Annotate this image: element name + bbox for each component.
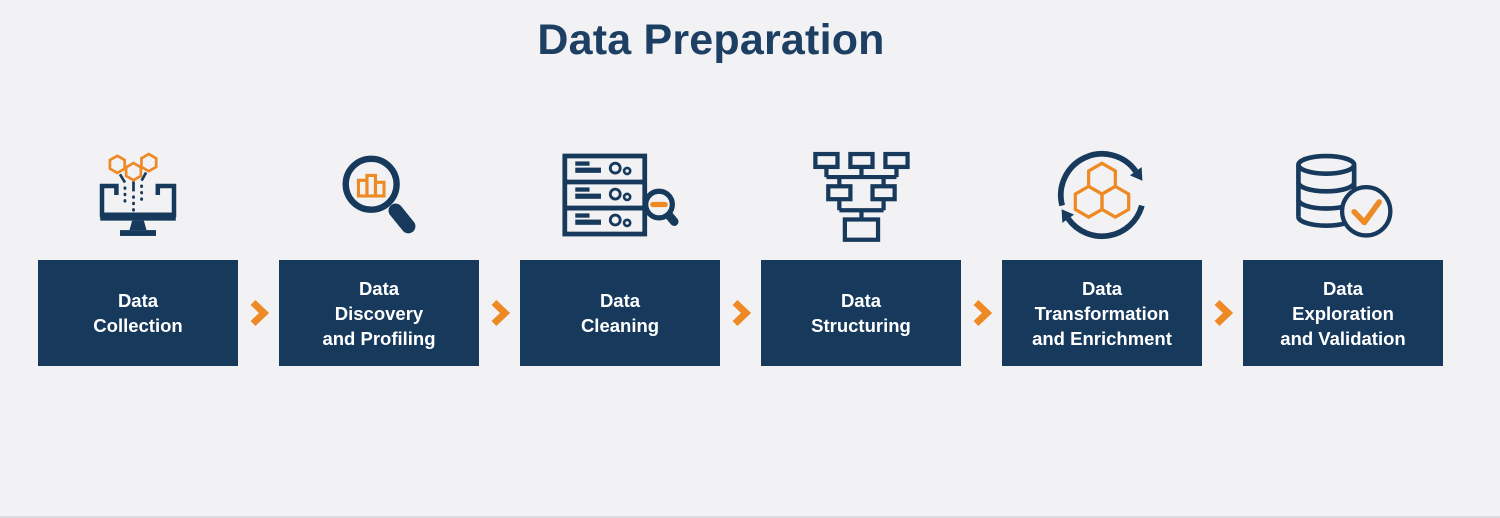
step-box-data-exploration-validation: Data Exploration and Validation	[1243, 260, 1443, 366]
magnifier-bar-chart-icon-svg	[342, 155, 416, 234]
step-label-line: Structuring	[811, 315, 911, 336]
step-data-collection: Data Collection	[38, 130, 238, 366]
chevron-right-icon	[479, 260, 520, 366]
step-label-line: Exploration	[1292, 302, 1394, 324]
step-label-line: Data	[599, 290, 641, 311]
flow-separator	[720, 130, 761, 366]
step-data-cleaning: Data Cleaning	[520, 130, 720, 366]
flow-separator	[961, 130, 1002, 366]
step-label-line: Data	[840, 290, 882, 311]
step-box-data-collection: Data Collection	[38, 260, 238, 366]
step-label-line: and Enrichment	[1032, 327, 1172, 349]
database-checkmark-icon-svg	[1296, 153, 1393, 238]
step-label-line: Data	[1081, 277, 1123, 299]
step-label-line: Data	[117, 290, 159, 311]
step-data-structuring: Data Structuring	[761, 130, 961, 366]
step-label-line: Discovery	[334, 302, 424, 324]
database-checkmark-icon	[1243, 130, 1443, 260]
monitor-data-ingest-icon	[38, 130, 238, 260]
step-label-line: Data	[1322, 277, 1364, 299]
server-rack-magnifier-minus-icon	[520, 130, 720, 260]
chevron-right-icon	[720, 260, 761, 366]
step-box-data-discovery-profiling: Data Discovery and Profiling	[279, 260, 479, 366]
cycle-arrows-hexagons-icon	[1002, 130, 1202, 260]
step-data-exploration-validation: Data Exploration and Validation	[1243, 130, 1443, 366]
step-label-line: Collection	[93, 315, 183, 336]
chevron-right-icon	[238, 260, 279, 366]
step-box-data-structuring: Data Structuring	[761, 260, 961, 366]
process-flow: Data Collection Data Discovery and Profi…	[38, 130, 1443, 366]
chevron-right-icon	[1202, 260, 1243, 366]
step-data-transformation-enrichment: Data Transformation and Enrichment	[1002, 130, 1202, 366]
step-box-data-transformation-enrichment: Data Transformation and Enrichment	[1002, 260, 1202, 366]
flow-separator	[479, 130, 520, 366]
tree-hierarchy-icon	[761, 130, 961, 260]
flow-separator	[238, 130, 279, 366]
step-box-data-cleaning: Data Cleaning	[520, 260, 720, 366]
step-label-line: Data	[358, 277, 400, 299]
monitor-data-ingest-icon-svg	[99, 152, 177, 236]
chevron-right-icon	[961, 260, 1002, 366]
magnifier-bar-chart-icon	[279, 130, 479, 260]
cycle-arrows-hexagons-icon-svg	[1057, 151, 1145, 240]
step-label-line: Transformation	[1034, 302, 1170, 324]
tree-hierarchy-icon-svg	[813, 151, 910, 242]
step-label-line: and Validation	[1280, 327, 1406, 349]
server-rack-magnifier-minus-icon-svg	[562, 153, 679, 236]
step-label-line: and Profiling	[322, 327, 436, 349]
step-data-discovery-profiling: Data Discovery and Profiling	[279, 130, 479, 366]
page-title: Data Preparation	[537, 16, 885, 64]
step-label-line: Cleaning	[580, 315, 660, 336]
flow-separator	[1202, 130, 1243, 366]
